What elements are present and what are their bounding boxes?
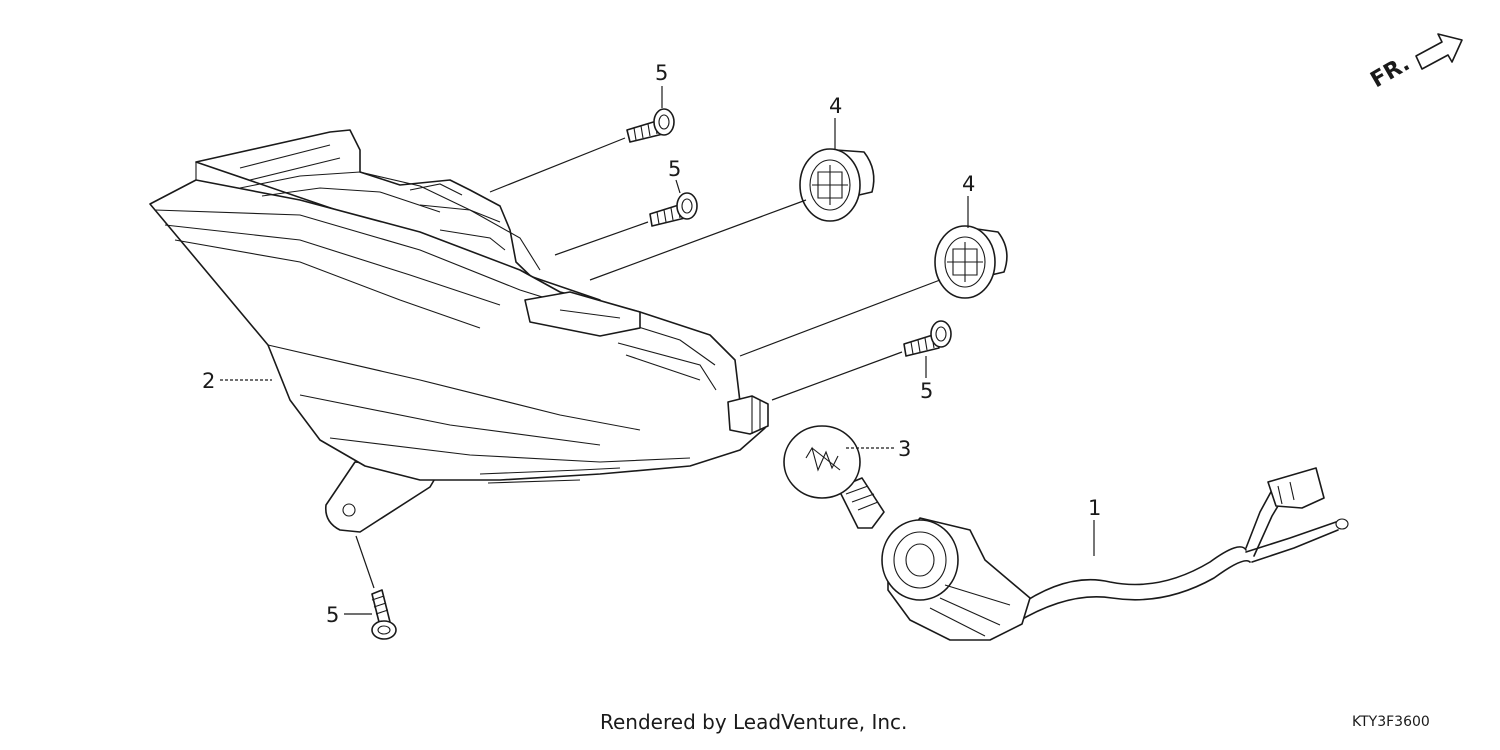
callout-lamp-unit: 2 (202, 369, 272, 393)
front-direction-indicator: FR. (1367, 33, 1463, 93)
socket-harness (881, 467, 1349, 641)
callout-screw-bottom: 5 (326, 603, 372, 627)
screw-bottom (371, 589, 397, 640)
callout-number: 1 (1088, 496, 1101, 520)
callout-screw-right: 5 (920, 356, 933, 403)
callout-number: 4 (962, 172, 975, 196)
callout-number: 5 (668, 157, 681, 181)
front-arrow-icon (1415, 33, 1463, 70)
front-direction-label: FR. (1367, 51, 1415, 93)
screw-top-b (649, 192, 698, 227)
render-credit: Rendered by LeadVenture, Inc. (600, 710, 908, 734)
callout-screw-top-b: 5 (668, 157, 681, 194)
callout-grommet-lower: 4 (962, 172, 975, 228)
callout-number: 3 (898, 437, 911, 461)
drawing-code: KTY3F3600 (1352, 714, 1430, 730)
callout-number: 2 (202, 369, 215, 393)
screw-right (903, 320, 952, 357)
grommet-lower (934, 225, 1008, 299)
tail-lamp-unit (149, 129, 769, 533)
screw-top-a (626, 108, 675, 143)
callout-screw-top-a: 5 (655, 61, 668, 108)
callout-number: 5 (920, 379, 933, 403)
callout-grommet-upper: 4 (829, 94, 842, 150)
exploded-view-lines (355, 137, 941, 589)
callout-bulb: 3 (846, 437, 911, 461)
grommet-upper (799, 148, 875, 222)
callout-number: 5 (326, 603, 339, 627)
callout-number: 4 (829, 94, 842, 118)
callout-socket-harness: 1 (1088, 496, 1101, 556)
bulb (783, 425, 885, 529)
callout-number: 5 (655, 61, 668, 85)
